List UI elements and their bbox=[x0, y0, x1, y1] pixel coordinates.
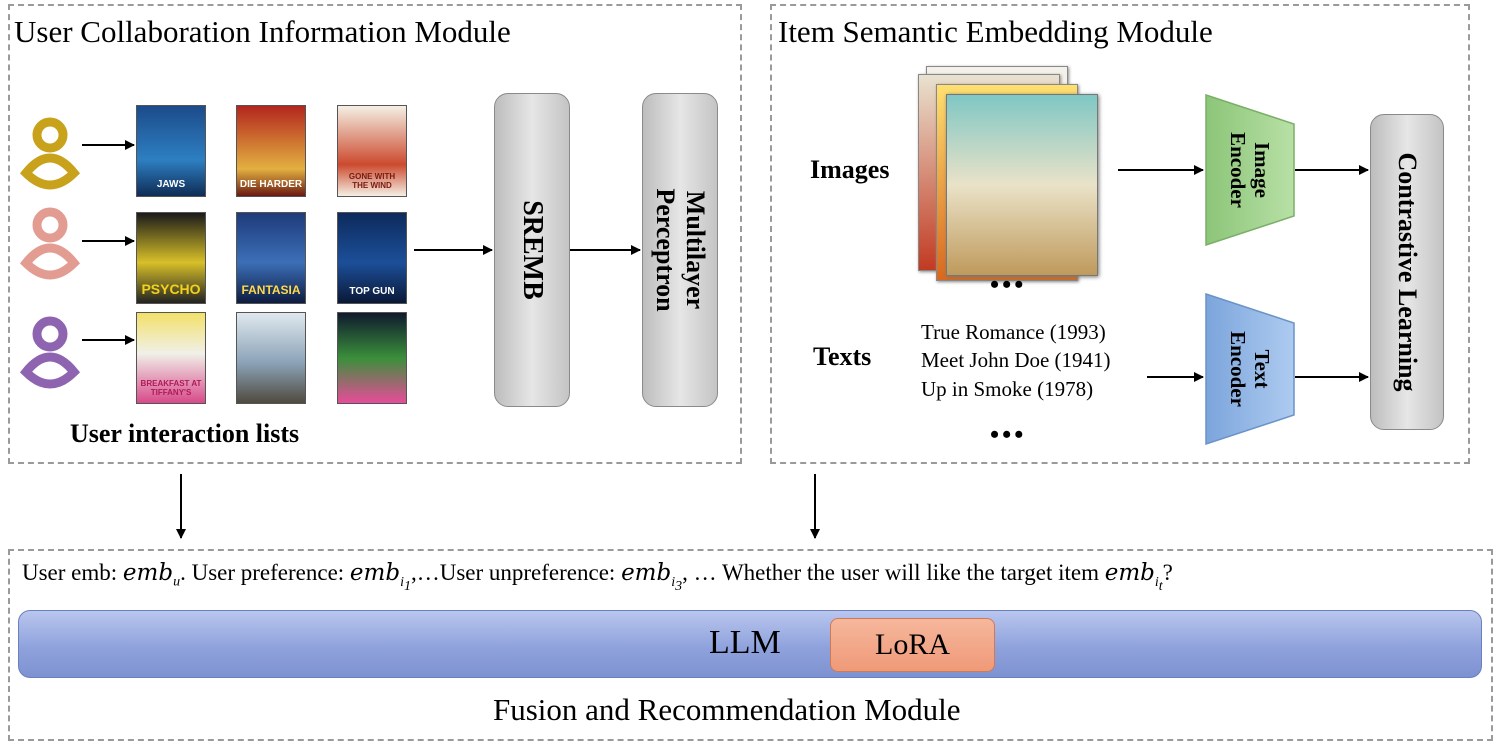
mlp-block: Multilayer Perceptron bbox=[642, 93, 718, 407]
user-interaction-caption: User interaction lists bbox=[70, 419, 300, 448]
user-collab-module bbox=[8, 4, 742, 464]
image-encoder: Image Encoder bbox=[1205, 94, 1295, 246]
poster-romance bbox=[236, 312, 306, 404]
user-icon-2 bbox=[18, 203, 82, 288]
image-encoder-label: Image Encoder bbox=[1226, 132, 1275, 208]
poster-die-harder: DIE HARDER bbox=[236, 105, 306, 197]
contrastive-learning-block: Contrastive Learning bbox=[1370, 114, 1444, 430]
texts-label: Texts bbox=[813, 342, 872, 371]
lora-block: LoRA bbox=[830, 618, 995, 672]
poster-gone-with-the-wind: GONE WITH THE WIND bbox=[337, 105, 407, 197]
image-stack bbox=[918, 66, 1098, 281]
llm-bar bbox=[18, 610, 1482, 678]
mlp-label: Multilayer Perceptron bbox=[651, 188, 710, 312]
poster-jaws: JAWS bbox=[136, 105, 206, 197]
text-item-1: True Romance (1993) bbox=[921, 320, 1106, 344]
images-ellipsis: ••• bbox=[990, 270, 1027, 299]
user-icon-1 bbox=[18, 113, 82, 198]
user-icon-3 bbox=[18, 312, 82, 397]
prompt-text: User emb: embu. User preference: embi1,…… bbox=[22, 560, 1173, 594]
lora-label: LoRA bbox=[875, 628, 950, 661]
item-semantic-module bbox=[770, 4, 1470, 464]
poster-powerpuff-girls bbox=[337, 312, 407, 404]
text-item-2: Meet John Doe (1941) bbox=[921, 348, 1111, 372]
llm-label: LLM bbox=[709, 624, 781, 661]
fusion-module bbox=[8, 549, 1493, 741]
poster-fantasia: FANTASIA bbox=[236, 212, 306, 304]
contrastive-learning-label: Contrastive Learning bbox=[1392, 152, 1422, 392]
images-label: Images bbox=[810, 155, 890, 184]
sremb-label: SREMB bbox=[517, 200, 549, 300]
text-encoder: Text Encoder bbox=[1205, 293, 1295, 445]
text-encoder-label: Text Encoder bbox=[1226, 331, 1275, 407]
text-item-3: Up in Smoke (1978) bbox=[921, 377, 1094, 401]
item-semantic-title: Item Semantic Embedding Module bbox=[778, 14, 1213, 49]
poster-breakfast-at-tiffanys: BREAKFAST AT TIFFANY'S bbox=[136, 312, 206, 404]
fusion-title: Fusion and Recommendation Module bbox=[493, 692, 961, 727]
poster-psycho: PSYCHO bbox=[136, 212, 206, 304]
user-collab-title: User Collaboration Information Module bbox=[14, 14, 511, 49]
texts-ellipsis: ••• bbox=[990, 420, 1027, 449]
poster-top-gun: TOP GUN bbox=[337, 212, 407, 304]
sremb-block: SREMB bbox=[494, 93, 570, 407]
